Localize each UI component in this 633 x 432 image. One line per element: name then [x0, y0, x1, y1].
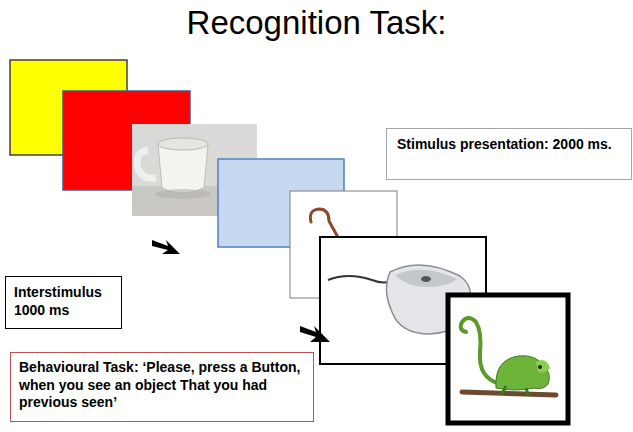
- duration-box: Stimulus presentation: 2000 ms.: [386, 128, 632, 180]
- duration-box: Interstimulus 1000 ms: [5, 276, 122, 329]
- diagram-title: Recognition Task:: [0, 4, 633, 42]
- box-text: Stimulus presentation: 2000 ms.: [397, 136, 621, 154]
- chameleon-picture: [448, 295, 568, 423]
- box-text: Behavioural Task: ‘Please, press a Butto…: [19, 359, 305, 412]
- sequence-arrow: [300, 326, 330, 342]
- sequence-arrow: [152, 240, 180, 254]
- task-box: Behavioural Task: ‘Please, press a Butto…: [10, 352, 314, 422]
- box-text: Interstimulus 1000 ms: [14, 284, 113, 319]
